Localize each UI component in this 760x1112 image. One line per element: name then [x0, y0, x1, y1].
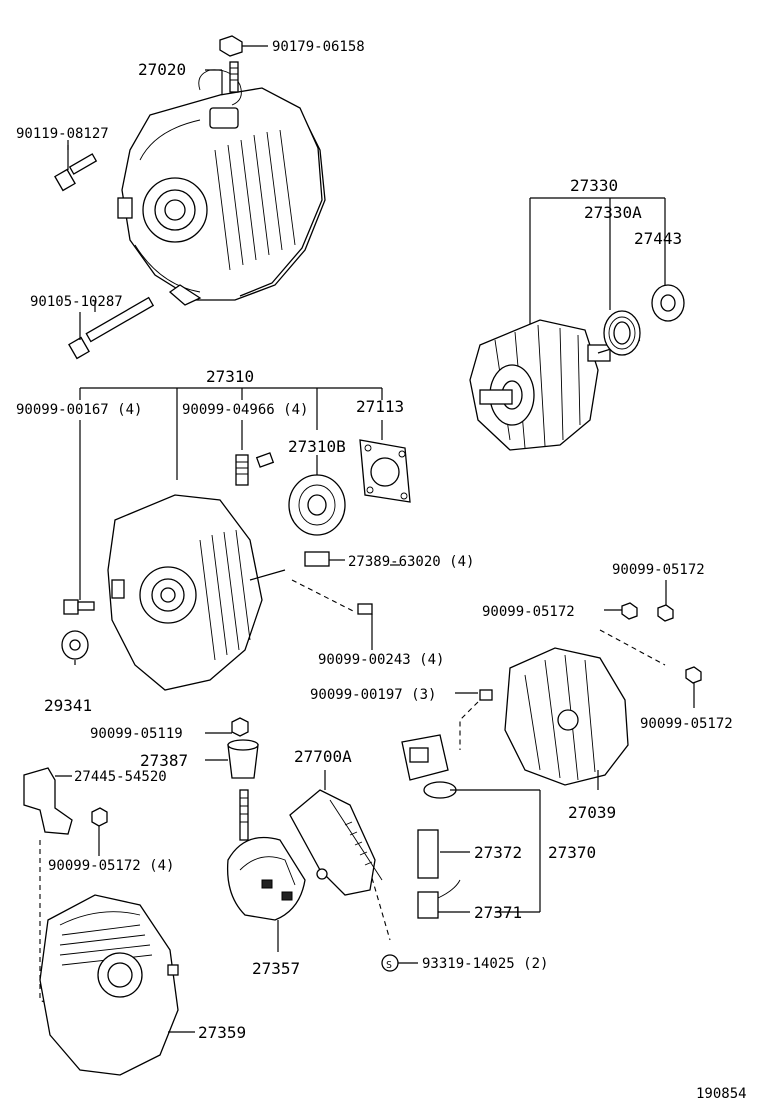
label-rotor-assy: 27330: [570, 176, 618, 195]
retainer-drawing: [359, 439, 411, 503]
label-terminal-insulator: 27389-63020 (4): [348, 554, 474, 570]
screw-00243-drawing: [357, 603, 373, 640]
label-bearing: 27310B: [288, 437, 346, 456]
nuts-05172-drawing: [604, 580, 702, 708]
label-screw-4: 90099-00167 (4): [16, 402, 142, 418]
plate-drawing: [23, 767, 73, 835]
label-brush-holder: 27370: [548, 843, 596, 862]
label-bearing-cover: 27443: [634, 229, 682, 248]
bolt-upper-drawing: [54, 140, 98, 192]
label-nut-05172-c: 90099-05172: [640, 716, 733, 732]
rear-cover-drawing: [504, 647, 629, 790]
washer-drawing: [61, 630, 89, 660]
rectifier-drawing: [226, 789, 306, 952]
end-cover-drawing: [39, 894, 195, 1076]
label-spring: 27372: [474, 843, 522, 862]
regulator-drawing: [289, 770, 383, 896]
nut-05119-drawing: [231, 717, 249, 737]
label-nut-05119: 90099-05119: [90, 726, 183, 742]
nut-05172-4-drawing: [91, 807, 108, 856]
label-nut-05172-a: 90099-05172: [612, 562, 705, 578]
label-alternator-assy: 27020: [138, 60, 186, 79]
label-bolt-long: 90105-10287: [30, 294, 123, 310]
frame-bracket-lines: [79, 387, 383, 600]
stud-drawing: [235, 452, 275, 486]
label-bolt-upper: 90119-08127: [16, 126, 109, 142]
terminal-insulator-drawing: [304, 551, 345, 567]
label-nut-05172-4: 90099-05172 (4): [48, 858, 174, 874]
brush-drawing: [417, 879, 470, 919]
label-end-cover: 27359: [198, 1023, 246, 1042]
label-screw-00197: 90099-00197 (3): [310, 687, 436, 703]
label-regulator: 27700A: [294, 747, 352, 766]
bearing-27310b-drawing: [288, 474, 346, 536]
bolt-long-drawing: [68, 296, 155, 360]
screw-00167-drawing: [63, 599, 95, 615]
alternator-assembly-drawing: [117, 69, 326, 306]
label-retainer: 27113: [356, 397, 404, 416]
leader-lines: [67, 145, 478, 964]
brush-holder-bracket: [450, 789, 541, 913]
label-nut-05172-b: 90099-05172: [482, 604, 575, 620]
label-nut-top: 90179-06158: [272, 39, 365, 55]
label-washer: 29341: [44, 696, 92, 715]
label-screw-00243: 90099-00243 (4): [318, 652, 444, 668]
spring-drawing: [417, 829, 470, 879]
rotor-bracket-lines: [529, 197, 666, 330]
label-insulator: 27387: [140, 751, 188, 770]
rotor-drawing: [469, 319, 641, 451]
label-brush: 27371: [474, 903, 522, 922]
diagram-number: 190854: [696, 1086, 747, 1102]
label-rotor-bearing: 27330A: [584, 203, 642, 222]
screw-00197-drawing: [479, 689, 493, 701]
rotor-bearing-drawing: [603, 310, 641, 356]
svg-text:S: S: [386, 960, 392, 971]
bearing-cover-drawing: [651, 284, 685, 322]
label-rear-cover: 27039: [568, 803, 616, 822]
label-rectifier: 27357: [252, 959, 300, 978]
frame-drawing: [107, 494, 286, 691]
brush-holder-drawing: [401, 734, 457, 799]
label-screw-93319: 93319-14025 (2): [422, 956, 548, 972]
label-stud-4: 90099-04966 (4): [182, 402, 308, 418]
label-frame-assy: 27310: [206, 367, 254, 386]
screw-93319-drawing: S: [381, 954, 399, 972]
nut-top-drawing: [219, 35, 268, 93]
label-plate: 27445-54520: [74, 769, 167, 785]
insulator-drawing: [227, 739, 259, 779]
